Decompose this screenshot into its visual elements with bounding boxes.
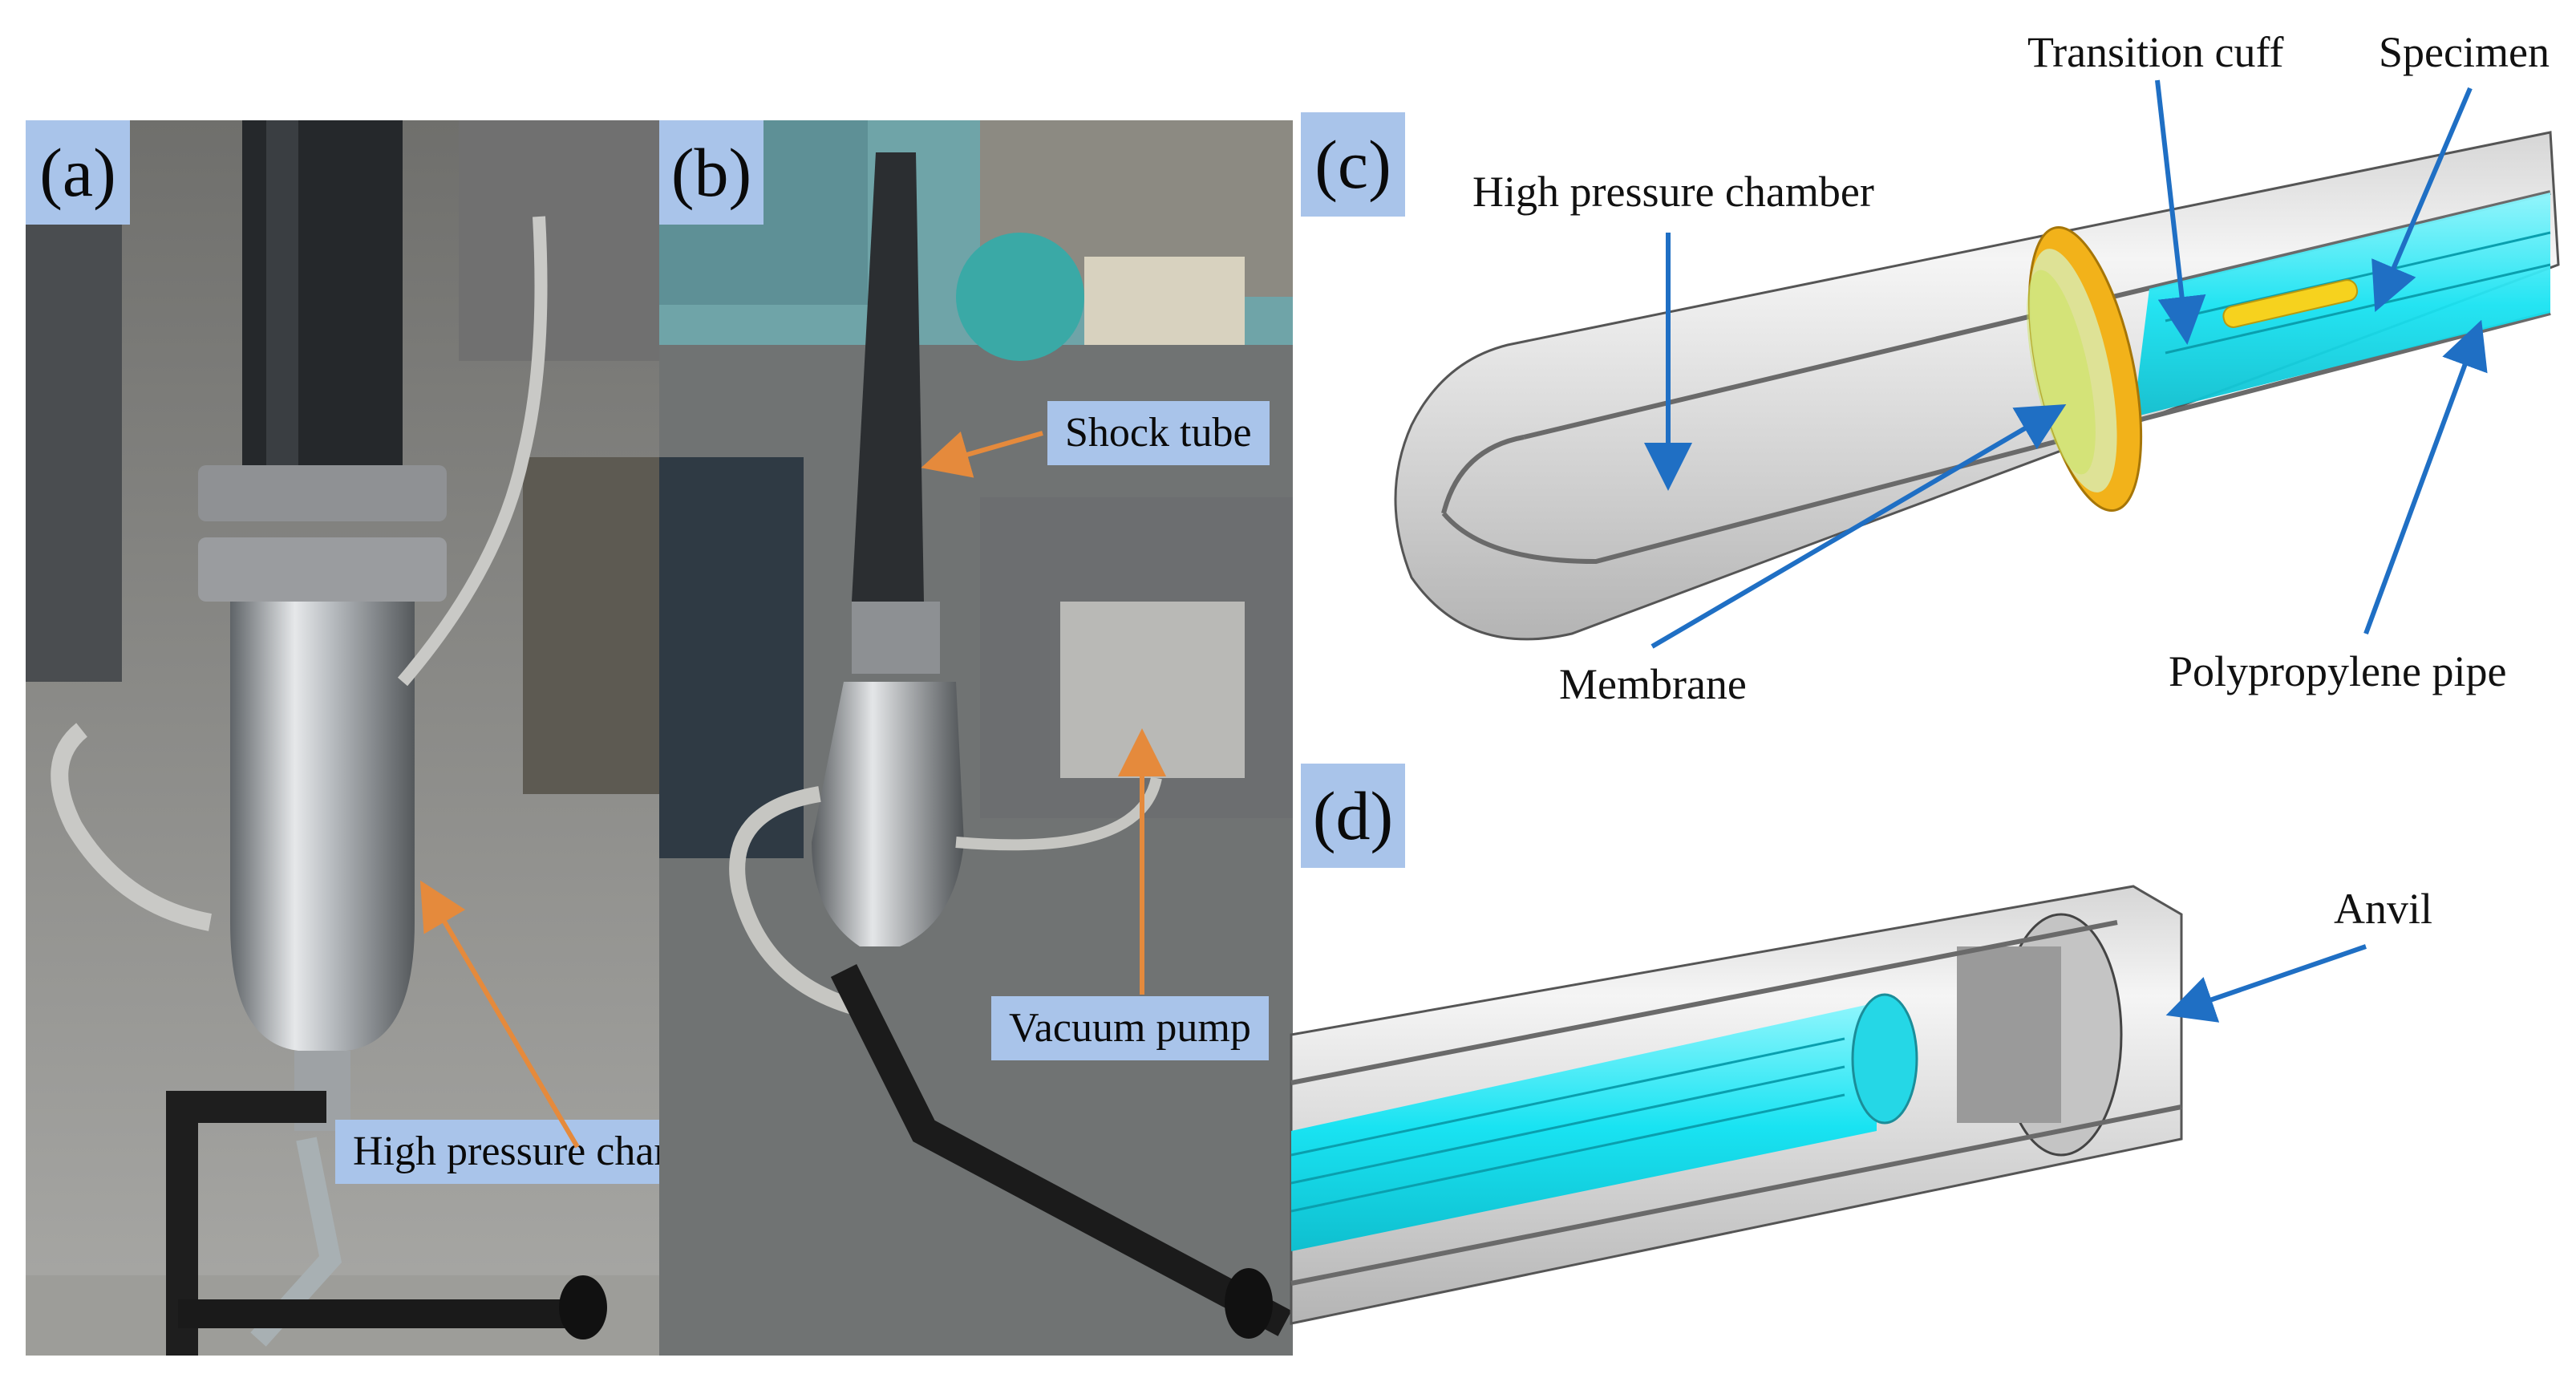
panel-label-d: (d) bbox=[1301, 764, 1405, 868]
callout-shock-tube: Shock tube bbox=[1047, 401, 1270, 465]
label-membrane: Membrane bbox=[1559, 660, 1747, 708]
arrow-c-transition-cuff bbox=[2155, 79, 2206, 345]
arrow-c-specimen bbox=[2371, 87, 2473, 313]
photo-panel-b bbox=[659, 120, 1293, 1356]
label-transition-cuff: Transition cuff bbox=[2027, 28, 2284, 76]
panel-label-a: (a) bbox=[26, 120, 130, 225]
tube-d bbox=[1290, 885, 2183, 1325]
label-polypropylene-pipe: Polypropylene pipe bbox=[2169, 647, 2507, 695]
photo-panel-a bbox=[26, 120, 659, 1356]
label-anvil: Anvil bbox=[2334, 885, 2433, 933]
arrow-d-anvil bbox=[2165, 944, 2367, 1023]
arrow-c-polypropylene bbox=[2363, 319, 2488, 635]
arrow-c-membrane bbox=[1651, 403, 2067, 649]
panel-label-c: (c) bbox=[1301, 112, 1405, 217]
callout-vacuum-pump: Vacuum pump bbox=[991, 996, 1269, 1060]
photo-a-drawing bbox=[26, 120, 659, 1356]
label-high-pressure-chamber: High pressure chamber bbox=[1472, 168, 1874, 216]
panel-label-b: (b) bbox=[659, 120, 763, 225]
label-specimen: Specimen bbox=[2379, 28, 2550, 76]
photo-b-drawing bbox=[659, 120, 1293, 1356]
